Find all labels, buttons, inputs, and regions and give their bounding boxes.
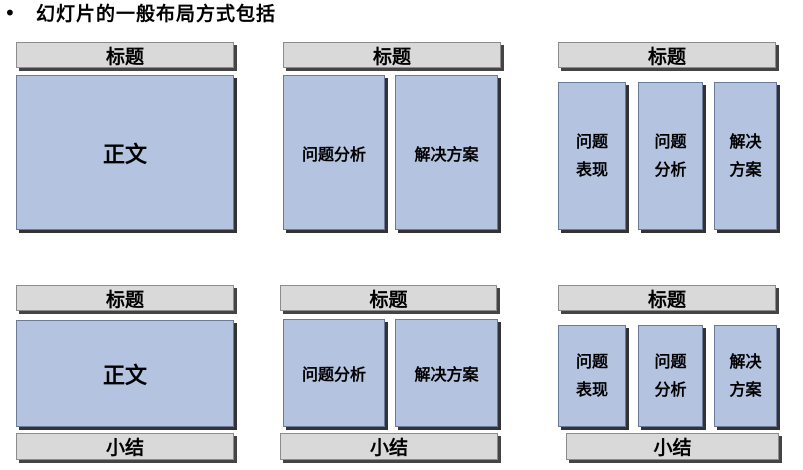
layout4-title-bar: 标题 <box>16 285 234 311</box>
layout1-title-bar: 标题 <box>16 42 234 68</box>
layout5-summary-bar: 小结 <box>280 433 498 460</box>
layout3-title-bar: 标题 <box>558 42 776 68</box>
heading-text: 幻灯片的一般布局方式包括 <box>36 3 277 25</box>
solution-label-line2: 方案 <box>729 160 762 179</box>
layout2-title-bar: 标题 <box>283 42 501 68</box>
bullet-icon: • <box>4 1 16 25</box>
analysis-label-line1: 问题 <box>654 132 687 151</box>
solution-label-line2: 方案 <box>729 380 762 399</box>
layout3-solution-panel: 解决 方案 <box>714 82 777 230</box>
solution-label-line1: 解决 <box>729 132 762 151</box>
layout3-symptom-panel: 问题 表现 <box>558 82 626 230</box>
layout4-summary-bar: 小结 <box>16 433 234 460</box>
layout2-solution-panel: 解决方案 <box>395 75 498 230</box>
layout6-analysis-panel: 问题 分析 <box>638 325 703 427</box>
layout6-summary-bar: 小结 <box>566 433 779 460</box>
layout6-solution-panel: 解决 方案 <box>714 325 777 427</box>
layout5-title-bar: 标题 <box>280 285 497 311</box>
analysis-label-line2: 分析 <box>654 160 687 179</box>
layout6-title-bar: 标题 <box>558 285 776 311</box>
symptom-label-line1: 问题 <box>575 352 608 371</box>
symptom-label-line1: 问题 <box>575 132 608 151</box>
analysis-label-line1: 问题 <box>654 352 687 371</box>
layout5-analysis-panel: 问题分析 <box>283 319 385 427</box>
layout2-analysis-panel: 问题分析 <box>283 75 385 230</box>
analysis-label-line2: 分析 <box>654 380 687 399</box>
layout4-body-panel: 正文 <box>16 320 234 427</box>
slide-heading: • 幻灯片的一般布局方式包括 <box>0 0 803 30</box>
symptom-label-line2: 表现 <box>575 160 608 179</box>
layout6-symptom-panel: 问题 表现 <box>558 325 626 427</box>
layout5-solution-panel: 解决方案 <box>395 319 498 427</box>
symptom-label-line2: 表现 <box>575 380 608 399</box>
layout1-body-panel: 正文 <box>16 75 234 230</box>
solution-label-line1: 解决 <box>729 352 762 371</box>
layout3-analysis-panel: 问题 分析 <box>638 82 703 230</box>
